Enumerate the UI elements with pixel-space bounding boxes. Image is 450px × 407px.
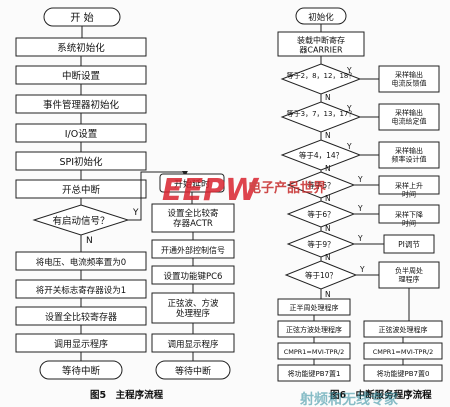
step-sine-square-processing: [151, 292, 235, 324]
step-load-carrier-label: 装载中断寄存器CARRIER: [297, 35, 345, 55]
action-sample-frequency-label: 采样输出频率设计值: [392, 146, 427, 163]
step-set-actr-label: 设置全比较寄存器ACTR: [167, 208, 219, 229]
no-label-5: N: [325, 224, 331, 233]
watermark-overlay: 射频和无线专家: [299, 391, 399, 407]
no-label-4: N: [325, 194, 331, 203]
step-load-carrier: [277, 31, 365, 57]
action-sample-fall-time-label: 采样下降时间: [395, 210, 423, 227]
step-sine-handler-label: 正弦波处理程序: [379, 325, 428, 334]
watermark-tagline: 电子产品世界: [248, 180, 326, 196]
action-sample-current-feedback: [378, 65, 440, 93]
figure-6-caption: 图6 中断服务程序流程: [330, 389, 432, 401]
action-sample-current-setpoint-label: 采样输出电流给定值: [392, 108, 427, 125]
step-event-manager-init-label: 事件管理器初始化: [43, 99, 120, 111]
decision-4-14-label: 等于4，14？: [299, 150, 343, 160]
decision-2-8-12-18-label: 等于2，8，12，18？: [287, 71, 356, 80]
step-set-compare-register-label: 设置全比较寄存器: [45, 311, 117, 323]
middle-flowchart: 开始延时 设置全比较寄存器ACTR 开通外部控制信号 设置功能键PC6 正弦波、…: [151, 173, 235, 380]
no-label-7: N: [325, 290, 331, 299]
step-positive-half-cycle-label: 正半周处理程序: [290, 303, 339, 312]
step-switch-flag-label: 将开关标志寄存器设为1: [36, 285, 126, 296]
action-sample-current-setpoint: [378, 103, 440, 131]
no-label-2: N: [325, 131, 331, 140]
step-middle-call-display-label: 调用显示程序: [167, 339, 219, 350]
main-wait-label: 等待中断: [62, 365, 101, 377]
start-signal-yes-label: Y: [132, 208, 139, 218]
action-pi-regulation-label: PI调节: [398, 240, 420, 249]
yes-label-1: Y: [346, 66, 352, 75]
no-label-6: N: [325, 253, 331, 262]
yes-label-5: Y: [357, 204, 363, 213]
step-call-display-label: 调用显示程序: [54, 338, 108, 350]
middle-wait-label: 等待中断: [175, 365, 211, 377]
step-cmpr1-right-label: CMPR1=MVI-TPR/2: [373, 348, 434, 356]
step-pb7-set-0-label: 将功能键PB7置0: [377, 369, 430, 378]
watermark-brand: EEPW: [162, 173, 260, 208]
yes-label-2: Y: [346, 104, 352, 113]
step-system-init-label: 系统初始化: [57, 42, 105, 54]
step-enable-interrupts-label: 开总中断: [62, 184, 101, 196]
main-start-label: 开 始: [70, 11, 93, 24]
no-label-3: N: [325, 164, 331, 173]
yes-label-6: Y: [357, 234, 363, 243]
start-signal-decision-label: 有启动信号？: [52, 215, 109, 227]
step-cmpr1-left-label: CMPR1=MVI-TPR/2: [284, 348, 345, 356]
decision-3-7-13-17-label: 等于3，7，13，17？: [287, 109, 356, 118]
action-sample-current-feedback-label: 采样输出电流反馈值: [392, 70, 427, 87]
step-io-setup-label: I/O设置: [65, 129, 97, 140]
step-spi-init-label: SPI初始化: [59, 156, 103, 168]
isr-init-label: 初始化: [308, 12, 334, 23]
action-sample-rise-time-label: 采样上升时间: [395, 181, 423, 198]
decision-10-label: 等于10？: [305, 270, 337, 280]
eepw-watermark: EEPW 电子产品世界: [162, 173, 326, 208]
decision-9-label: 等于9？: [307, 239, 334, 249]
step-sine-square-processing-label: 正弦波、方波处理程序: [167, 298, 219, 319]
step-interrupt-setup-label: 中断设置: [62, 70, 100, 82]
yes-label-4: Y: [357, 175, 363, 184]
figure-5-caption: 图5 主程序流程: [90, 389, 164, 401]
step-start-delay-label: 开始延时: [174, 178, 210, 190]
no-label-1: N: [325, 93, 331, 102]
yes-label-7: Y: [359, 265, 365, 274]
decision-6-label: 等于6？: [307, 209, 334, 219]
step-reset-voltage-current-label: 将电压、电流频率置为0: [36, 257, 126, 268]
decision-5-label: 等于5？: [307, 180, 334, 190]
step-pb7-set-1-label: 将功能键PB7置1: [288, 369, 341, 378]
action-sample-frequency: [378, 141, 440, 169]
step-enable-external-signal-label: 开通外部控制信号: [161, 245, 225, 255]
main-program-flowchart: 开 始 系统初始化 中断设置 事件管理器初始化 I/O设置 SPI初始化 开总中…: [15, 7, 188, 380]
step-set-pc6-label: 设置功能键PC6: [164, 271, 223, 282]
action-negative-half-cycle-label: 负半周处理程序: [395, 266, 423, 283]
step-sine-square-handler-label: 正弦方波处理程序: [286, 325, 342, 334]
yes-label-3: Y: [346, 142, 352, 151]
start-signal-no-label: N: [86, 236, 93, 246]
step-set-actr: [151, 203, 235, 233]
interrupt-service-flowchart: 初始化 装载中断寄存器CARRIER 等于2，8，12，18？ 采样输出电流反馈…: [277, 7, 443, 382]
